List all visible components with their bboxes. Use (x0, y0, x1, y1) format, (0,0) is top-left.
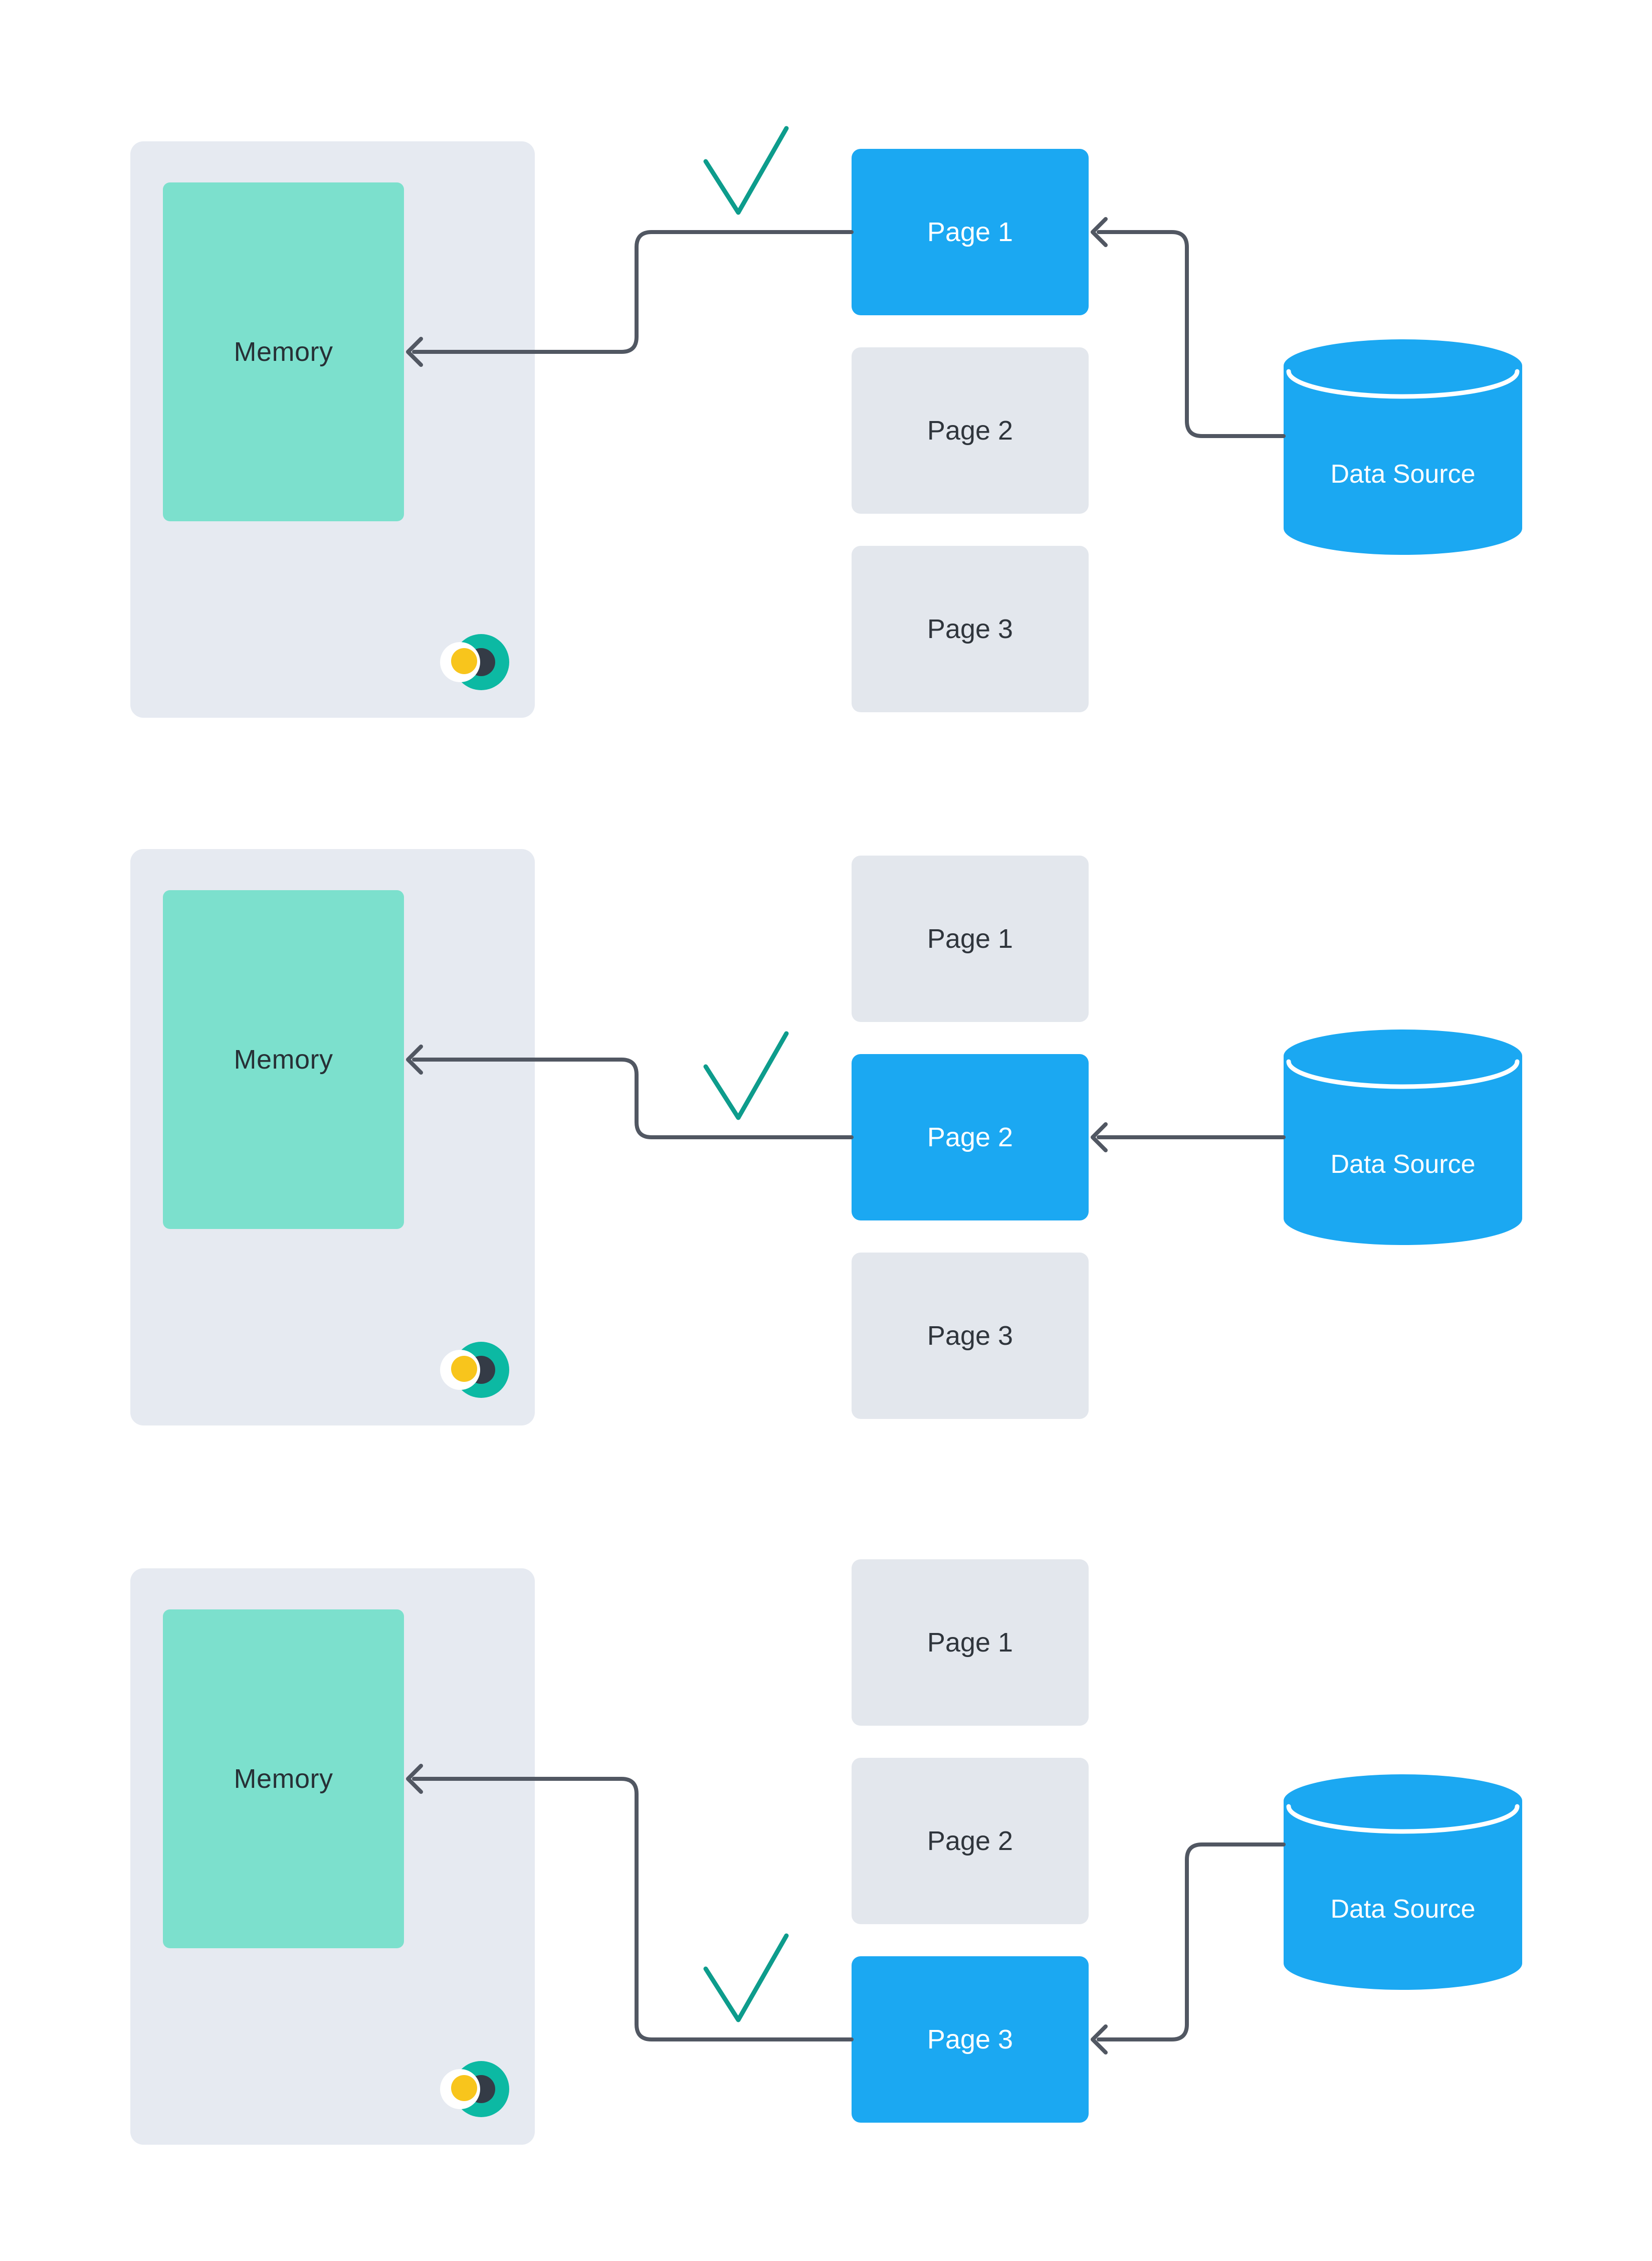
memory-panel: Memory (130, 1568, 535, 2145)
arrowhead-into-page1 (1091, 217, 1108, 247)
memory-panel: Memory (130, 849, 535, 1425)
page-stack: Page 1 Page 2 Page 3 (852, 1559, 1089, 2155)
page-card-label: Page 1 (927, 1627, 1013, 1658)
database-icon (1284, 1774, 1522, 1990)
page-card-2: Page 2 (852, 347, 1089, 514)
memory-panel: Memory (130, 141, 535, 718)
page-card-label: Page 2 (927, 416, 1013, 446)
memory-label: Memory (234, 1764, 333, 1794)
datasource-label: Data Source (1330, 1150, 1476, 1179)
page-card-2: Page 2 (852, 1758, 1089, 1924)
page-stack: Page 1 Page 2 Page 3 (852, 149, 1089, 744)
check-icon-panel2 (703, 1031, 789, 1120)
datasource-cylinder: Data Source (1284, 339, 1522, 555)
brand-logo-icon (440, 1342, 509, 1398)
logo-yellow-circle (451, 1356, 477, 1382)
connector-datasource-to-page3 (1097, 1842, 1286, 2041)
page-card-3: Page 3 (852, 1253, 1089, 1419)
connector-datasource-to-page1 (1097, 230, 1286, 438)
memory-box: Memory (163, 1609, 404, 1948)
arrowhead-into-page2 (1091, 1122, 1108, 1152)
brand-logo-icon (440, 634, 509, 690)
check-icon-panel3 (703, 1933, 789, 2022)
logo-yellow-circle (451, 2075, 477, 2101)
page-stack: Page 1 Page 2 Page 3 (852, 856, 1089, 1451)
database-icon (1284, 1030, 1522, 1245)
page-card-1: Page 1 (852, 1559, 1089, 1726)
memory-label: Memory (234, 1045, 333, 1075)
datasource-cylinder: Data Source (1284, 1030, 1522, 1245)
page-card-3: Page 3 (852, 546, 1089, 712)
memory-box: Memory (163, 182, 404, 521)
brand-logo-icon (440, 2061, 509, 2117)
datasource-label: Data Source (1330, 1895, 1476, 1924)
page-card-label: Page 3 (927, 614, 1013, 644)
check-icon-panel1 (703, 126, 789, 215)
page-card-3: Page 3 (852, 1956, 1089, 2123)
page-card-label: Page 1 (927, 217, 1013, 247)
page-card-label: Page 2 (927, 1122, 1013, 1152)
datasource-cylinder: Data Source (1284, 1774, 1522, 1990)
logo-yellow-circle (451, 648, 477, 674)
database-icon (1284, 339, 1522, 555)
page-card-label: Page 2 (927, 1826, 1013, 1856)
page-card-1: Page 1 (852, 856, 1089, 1022)
memory-box: Memory (163, 890, 404, 1229)
page-card-label: Page 3 (927, 2024, 1013, 2054)
memory-label: Memory (234, 337, 333, 367)
arrowhead-into-page3 (1091, 2024, 1108, 2054)
page-card-1: Page 1 (852, 149, 1089, 315)
page-card-2: Page 2 (852, 1054, 1089, 1220)
page-card-label: Page 3 (927, 1321, 1013, 1351)
datasource-label: Data Source (1330, 460, 1476, 489)
page-card-label: Page 1 (927, 924, 1013, 954)
